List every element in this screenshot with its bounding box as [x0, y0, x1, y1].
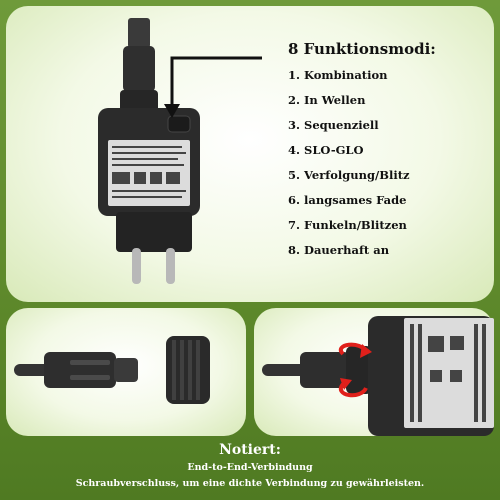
note-line-2: Schraubverschluss, um eine dichte Verbin…: [75, 478, 425, 489]
cable-right: [262, 364, 312, 376]
top-panel: [6, 6, 494, 302]
mode-item-7: 7. Funkeln/Blitzen: [288, 218, 407, 232]
rotate-arrow-bottom-head: [340, 378, 352, 390]
adapter-side-label: [404, 318, 494, 428]
mode-item-5: 5. Verfolgung/Blitz: [288, 168, 410, 182]
connector-rib: [70, 360, 110, 365]
joined-cap: [346, 346, 372, 394]
rotate-arrow-bottom: [338, 382, 368, 398]
note-line-1: End-to-End-Verbindung: [187, 462, 313, 473]
rotate-arrow-top-head: [360, 344, 372, 358]
adapter-label: [108, 140, 190, 206]
prong-right: [166, 248, 175, 284]
connector-top: [123, 46, 155, 92]
mode-item-1: 1. Kombination: [288, 68, 388, 82]
mode-item-8: 8. Dauerhaft an: [288, 243, 390, 257]
adapter-label-lines: [112, 146, 186, 198]
mode-button: [167, 115, 191, 133]
joined-connector: [300, 352, 350, 388]
connector-rib: [70, 375, 110, 380]
connector-collar: [120, 90, 158, 112]
pointer-arrow-line: [170, 56, 262, 112]
connector-tip: [114, 358, 138, 382]
adapter-side-label-lines: [410, 324, 486, 422]
cable-top: [128, 18, 150, 48]
prong-left: [132, 248, 141, 284]
modes-title: 8 Funktionsmodi:: [288, 40, 436, 58]
note-title: Notiert:: [219, 442, 281, 458]
mode-item-3: 3. Sequenziell: [288, 118, 379, 132]
mode-item-6: 6. langsames Fade: [288, 193, 407, 207]
pointer-arrow-head: [164, 104, 180, 118]
mode-item-4: 4. SLO-GLO: [288, 143, 364, 157]
plug-base: [116, 212, 192, 252]
mode-item-2: 2. In Wellen: [288, 93, 366, 107]
screw-cap-ridges: [172, 340, 200, 400]
